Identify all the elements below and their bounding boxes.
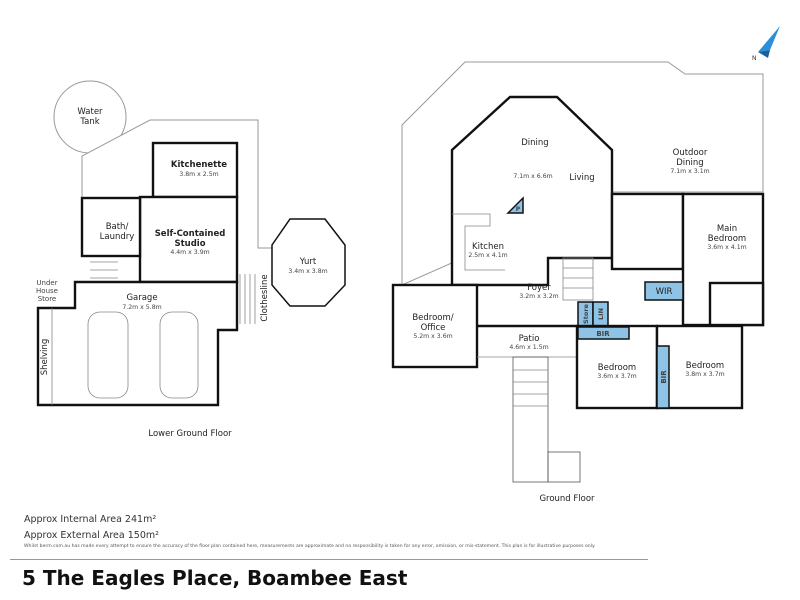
- svg-text:Shelving: Shelving: [40, 339, 50, 376]
- ensuite: [610, 192, 685, 271]
- svg-text:Bedroom: Bedroom: [598, 363, 636, 373]
- kitchenette: [151, 141, 239, 199]
- svg-text:Kitchenette: Kitchenette: [171, 160, 227, 170]
- svg-text:5.2m x 3.6m: 5.2m x 3.6m: [413, 333, 452, 340]
- svg-text:7.1m x 3.1m: 7.1m x 3.1m: [670, 168, 709, 175]
- svg-text:Outdoor: Outdoor: [673, 148, 708, 158]
- svg-text:Living: Living: [569, 173, 594, 183]
- svg-text:Yurt: Yurt: [299, 257, 317, 267]
- car-icon: [159, 311, 199, 399]
- svg-text:Foyer: Foyer: [527, 283, 551, 293]
- svg-text:3.6m x 3.7m: 3.6m x 3.7m: [597, 373, 636, 380]
- svg-text:Clothesline: Clothesline: [260, 274, 270, 321]
- lower-ground-floor: Water Tank Kitchenette 3.8m x 2.5m Self-…: [36, 80, 346, 439]
- stairs: [562, 257, 594, 301]
- svg-text:BIR: BIR: [596, 330, 610, 338]
- svg-text:Bath/: Bath/: [106, 222, 129, 232]
- svg-text:Main: Main: [717, 224, 737, 234]
- svg-text:3.8m x 2.5m: 3.8m x 2.5m: [179, 171, 218, 178]
- internal-area: Approx Internal Area 241m²: [24, 514, 157, 525]
- svg-text:3.4m x 3.8m: 3.4m x 3.8m: [288, 268, 327, 275]
- svg-text:BIR: BIR: [660, 370, 668, 384]
- svg-text:Bedroom: Bedroom: [686, 361, 724, 371]
- svg-text:Bedroom: Bedroom: [708, 234, 746, 244]
- bath-laundry: [80, 196, 142, 258]
- svg-text:4.6m x 1.5m: 4.6m x 1.5m: [509, 344, 548, 351]
- pantry: [506, 196, 524, 214]
- svg-text:P: P: [516, 206, 521, 213]
- svg-text:Store: Store: [582, 303, 590, 323]
- svg-text:7.2m x 5.8m: 7.2m x 5.8m: [122, 304, 161, 311]
- svg-text:Ground Floor: Ground Floor: [539, 494, 595, 504]
- bir-1: [577, 326, 630, 340]
- ensuite-2: [708, 281, 765, 327]
- svg-text:7.1m x 6.6m: 7.1m x 6.6m: [513, 173, 552, 180]
- svg-text:3.6m x 4.1m: 3.6m x 4.1m: [707, 244, 746, 251]
- svg-text:LIN: LIN: [597, 308, 605, 320]
- north-arrow-icon: N: [752, 26, 780, 62]
- svg-text:4.4m x 3.9m: 4.4m x 3.9m: [170, 249, 209, 256]
- self-contained-studio: [138, 195, 239, 284]
- svg-text:Office: Office: [421, 323, 446, 333]
- bir-2: [656, 345, 670, 409]
- entry-stairs: [512, 356, 581, 483]
- svg-text:Kitchen: Kitchen: [472, 242, 504, 252]
- external-area: Approx External Area 150m²: [24, 530, 159, 541]
- svg-text:Store: Store: [38, 295, 57, 303]
- svg-text:Garage: Garage: [126, 293, 157, 303]
- svg-text:N: N: [752, 55, 757, 62]
- car-icon: [87, 311, 129, 399]
- wir: [644, 281, 684, 301]
- svg-text:2.5m x 4.1m: 2.5m x 4.1m: [468, 252, 507, 259]
- divider: [10, 559, 648, 560]
- disclaimer: Whilst berm.com.au has made every attemp…: [24, 544, 596, 549]
- svg-text:Dining: Dining: [676, 158, 703, 168]
- ground-floor: Dining 7.1m x 6.6m Living Outdoor Dining…: [391, 61, 765, 504]
- stairs: [90, 261, 118, 279]
- svg-text:WIR: WIR: [656, 287, 673, 297]
- svg-text:Laundry: Laundry: [100, 232, 135, 242]
- svg-text:Under: Under: [36, 279, 57, 287]
- svg-text:Bedroom/: Bedroom/: [412, 313, 453, 323]
- bedroom-3: [655, 324, 744, 410]
- svg-text:House: House: [36, 287, 58, 295]
- svg-text:Patio: Patio: [519, 334, 540, 344]
- bedroom-office: [391, 283, 479, 369]
- svg-text:3.2m x 3.2m: 3.2m x 3.2m: [519, 293, 558, 300]
- property-address: 5 The Eagles Place, Boambee East: [22, 566, 408, 590]
- svg-text:Water: Water: [77, 107, 103, 117]
- svg-text:Self-Contained: Self-Contained: [155, 229, 226, 239]
- svg-text:Tank: Tank: [79, 117, 99, 127]
- svg-text:Lower Ground Floor: Lower Ground Floor: [148, 429, 232, 439]
- svg-text:Studio: Studio: [174, 239, 205, 249]
- svg-text:3.8m x 3.7m: 3.8m x 3.7m: [685, 371, 724, 378]
- clothesline-lines: [239, 274, 256, 324]
- yurt: [271, 218, 346, 307]
- svg-text:Dining: Dining: [521, 138, 548, 148]
